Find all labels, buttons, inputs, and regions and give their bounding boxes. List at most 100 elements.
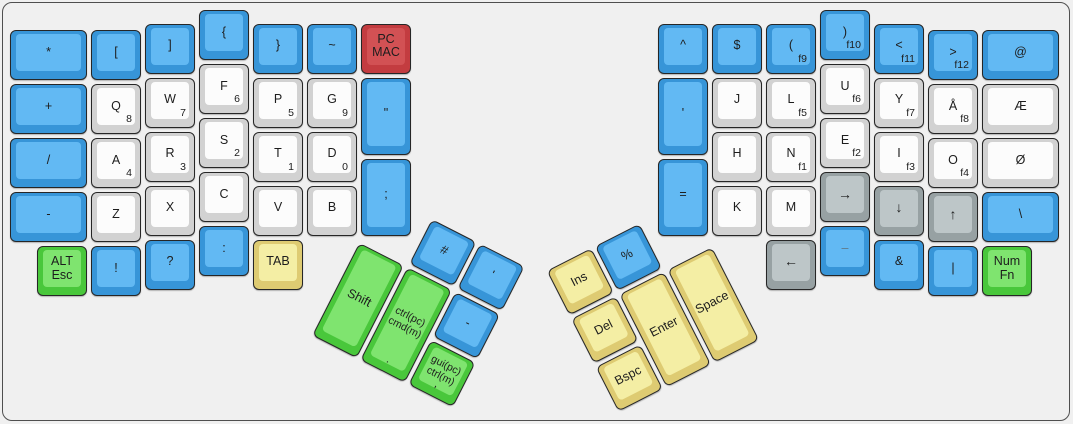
key-arrow-right[interactable]: → — [820, 172, 870, 222]
key-arrow-left-label: ← — [784, 253, 798, 270]
key-tab[interactable]: TAB — [253, 239, 303, 290]
key-num-fn-label: Num Fn — [993, 254, 1021, 282]
key-arrow-up-top: ↑ — [934, 196, 972, 234]
key-x-top: X — [151, 189, 189, 227]
key-h[interactable]: H — [712, 131, 762, 182]
key-backslash[interactable]: \ — [982, 192, 1059, 243]
key-n-label: N — [786, 146, 796, 161]
key-h-label: H — [732, 146, 742, 161]
key-v-label: V — [273, 200, 283, 215]
key-quote[interactable]: ' — [658, 77, 708, 155]
key-minus[interactable]: - — [10, 192, 87, 243]
key-b-top: B — [313, 189, 351, 227]
key-aring-label: Å — [948, 99, 958, 113]
key-question[interactable]: ? — [145, 239, 195, 290]
key-u-sublegend: f6 — [852, 93, 861, 105]
key-semicolon[interactable]: ; — [361, 158, 411, 236]
key-colon[interactable]: : — [199, 226, 249, 276]
key-lbracket[interactable]: [ — [91, 30, 141, 81]
key-asterisk[interactable]: * — [10, 30, 87, 81]
key-arrow-left[interactable]: ← — [766, 239, 816, 290]
key-b[interactable]: B — [307, 185, 357, 236]
key-v[interactable]: V — [253, 185, 303, 236]
key-arrow-right-label: → — [838, 185, 852, 202]
key-ae[interactable]: Æ — [982, 84, 1059, 135]
key-j[interactable]: J — [712, 77, 762, 128]
key-plus-label: + — [44, 99, 53, 113]
key-u-label: U — [840, 78, 850, 93]
key-enter-label: Enter — [647, 313, 681, 340]
key-dash[interactable]: – — [820, 226, 870, 276]
key-num-fn[interactable]: Num Fn — [982, 246, 1032, 297]
key-dollar[interactable]: $ — [712, 23, 762, 74]
key-rbrace-top: } — [259, 27, 297, 65]
key-dollar-label: $ — [733, 38, 741, 53]
key-rbrace[interactable]: } — [253, 23, 303, 74]
key-c[interactable]: C — [199, 172, 249, 222]
key-less-than[interactable]: <f11 — [874, 23, 924, 74]
key-tilde[interactable]: ~ — [307, 23, 357, 74]
key-oslash-label: Ø — [1015, 153, 1026, 167]
key-pc-mac[interactable]: PC MAC — [361, 23, 411, 74]
key-tab-top: TAB — [259, 243, 297, 281]
key-o-label: O — [948, 153, 958, 167]
key-lparen[interactable]: (f9 — [766, 23, 816, 74]
key-o-sublegend: f4 — [960, 167, 969, 180]
key-p-sublegend: 5 — [288, 106, 294, 119]
key-s-label: S — [219, 132, 229, 147]
key-equals[interactable]: = — [658, 158, 708, 236]
key-z[interactable]: Z — [91, 192, 141, 243]
key-doublequote[interactable]: " — [361, 77, 411, 155]
key-plus-top: + — [16, 88, 81, 126]
key-oslash[interactable]: Ø — [982, 138, 1059, 189]
key-exclamation[interactable]: ! — [91, 246, 141, 297]
key-rbracket[interactable]: ] — [145, 23, 195, 74]
key-minus-top: - — [16, 196, 81, 234]
key-greater-than[interactable]: >f12 — [928, 30, 978, 81]
key-d-sublegend: 0 — [342, 160, 348, 173]
key-alt-esc[interactable]: ALT Esc — [37, 246, 87, 297]
key-pipe[interactable]: | — [928, 246, 978, 297]
key-tilde-label: ~ — [328, 38, 336, 53]
key-l-sublegend: f5 — [798, 106, 807, 119]
key-percent-top: % — [601, 229, 653, 281]
key-ampersand[interactable]: & — [874, 239, 924, 290]
key-caret[interactable]: ^ — [658, 23, 708, 74]
key-arrow-down[interactable]: ↓ — [874, 185, 924, 236]
key-k[interactable]: K — [712, 185, 762, 236]
key-thumb-dash-label: - — [462, 315, 474, 330]
key-lbrace[interactable]: { — [199, 10, 249, 60]
key-x[interactable]: X — [145, 185, 195, 236]
key-dash-label: – — [841, 240, 849, 255]
key-arrow-right-top: → — [826, 176, 864, 213]
key-plus[interactable]: + — [10, 84, 87, 135]
key-arrow-up[interactable]: ↑ — [928, 192, 978, 243]
key-slash-label: / — [46, 153, 51, 167]
key-rparen[interactable]: )f10 — [820, 10, 870, 60]
key-less-than-top: <f11 — [880, 27, 918, 65]
key-at[interactable]: @ — [982, 30, 1059, 81]
key-m[interactable]: M — [766, 185, 816, 236]
key-slash[interactable]: / — [10, 138, 87, 189]
key-pc-mac-label: PC MAC — [372, 31, 400, 59]
